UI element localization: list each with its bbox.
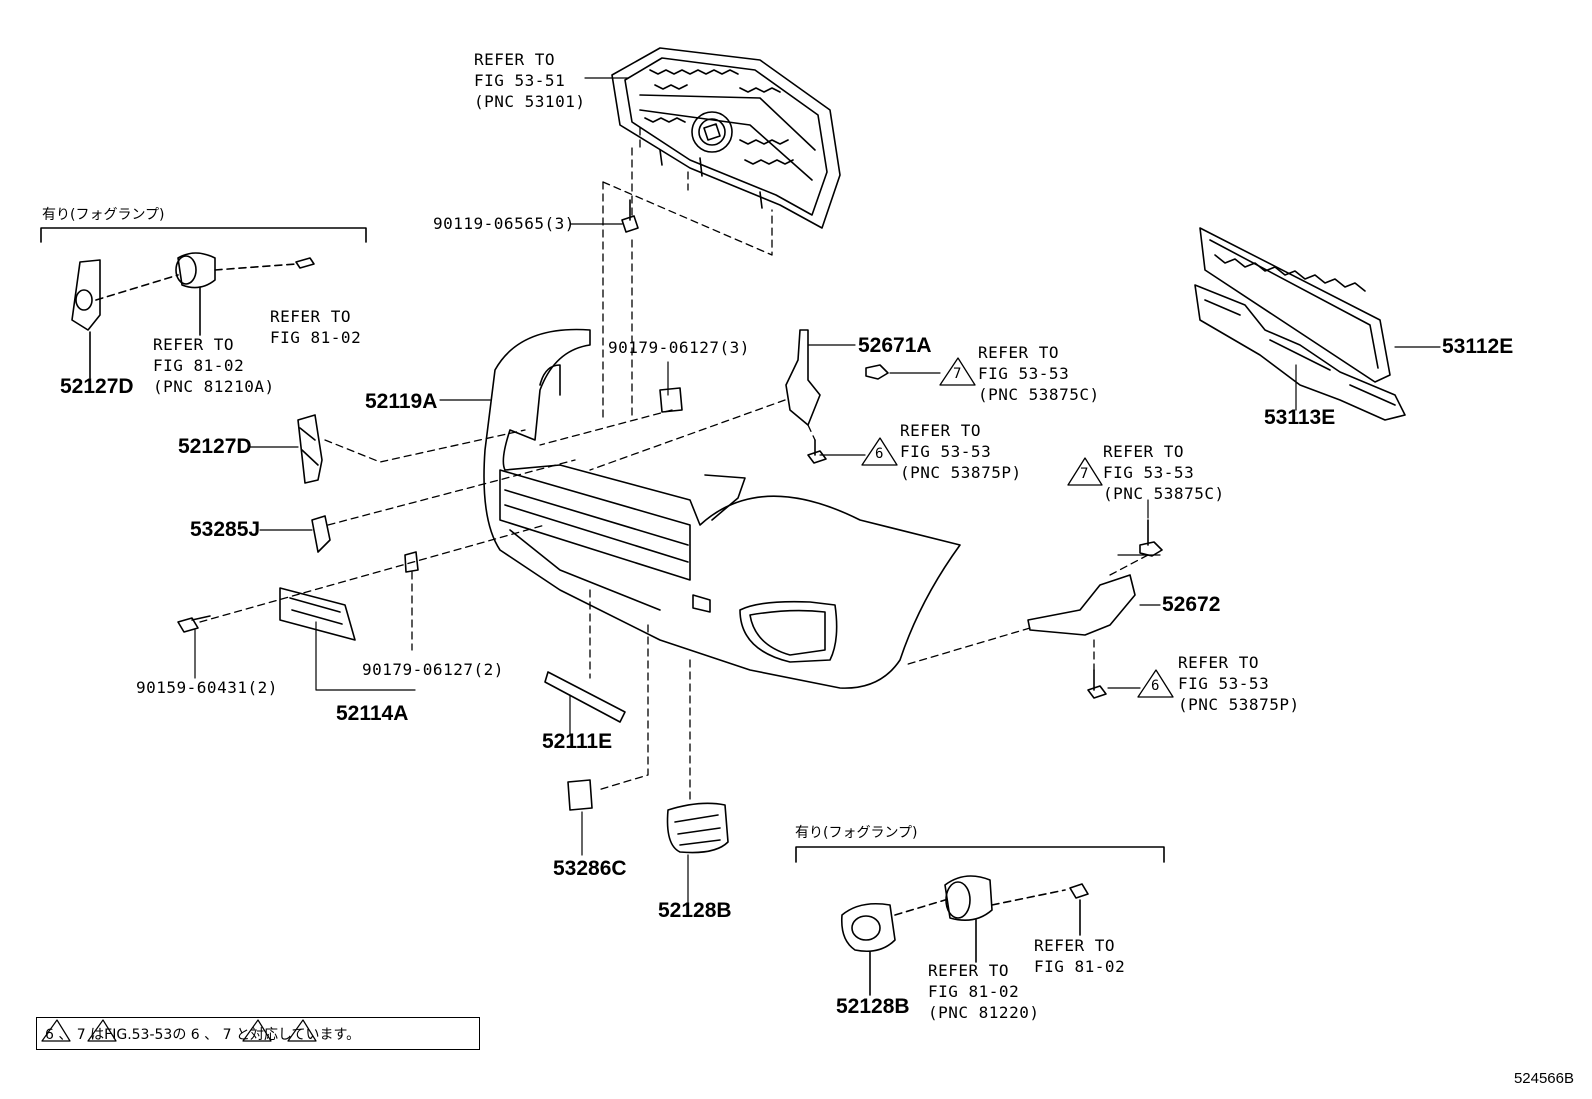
part-52671A: 52671A xyxy=(858,334,932,357)
part-53112E: 53112E xyxy=(1442,335,1514,358)
part-52127D-middle: 52127D xyxy=(178,435,252,458)
part-53285J: 53285J xyxy=(190,518,261,541)
fog-lamp-left-drawing xyxy=(40,227,367,379)
ref-bulb-left: REFER TO FIG 81-02 xyxy=(270,307,362,347)
lower-grille-drawing xyxy=(1194,227,1406,421)
triangle-6-label: 6 xyxy=(875,446,884,462)
triangle-7-label: 7 xyxy=(953,366,962,382)
note-triangles xyxy=(41,1019,317,1042)
triangle-6-label: 6 xyxy=(1151,678,1160,694)
fog-lamp-note-left: 有り(フォグランプ) xyxy=(42,207,165,223)
fog-lamp-right-drawing xyxy=(795,846,1165,996)
part-52672: 52672 xyxy=(1162,593,1221,616)
part-90179-06127-upper: 90179-06127(3) xyxy=(608,338,750,357)
part-90159-60431: 90159-60431(2) xyxy=(136,678,278,697)
ref-fog-lamp-left: REFER TO FIG 81-02 (PNC 81210A) xyxy=(153,335,275,396)
left-side-parts-drawing xyxy=(177,199,683,641)
part-53286C: 53286C xyxy=(553,857,627,880)
part-52114A: 52114A xyxy=(336,702,409,725)
part-90119-06565: 90119-06565(3) xyxy=(433,214,575,233)
part-52127D-upper: 52127D xyxy=(60,375,134,398)
ref-clip-p-upper: REFER TO FIG 53-53 (PNC 53875P) xyxy=(900,421,1022,482)
part-53113E: 53113E xyxy=(1264,406,1336,429)
triangle-7-label: 7 xyxy=(1080,466,1089,482)
ref-clip-c-right: REFER TO FIG 53-53 (PNC 53875C) xyxy=(1103,442,1225,503)
part-52128B-center: 52128B xyxy=(658,899,732,922)
triangle-note-box: 6 、 7 はFIG.53-53の 6 、 7 と対応しています。 xyxy=(36,1017,480,1050)
ref-grille: REFER TO FIG 53-51 (PNC 53101) xyxy=(474,50,586,111)
ref-fog-lamp-right: REFER TO FIG 81-02 (PNC 81220) xyxy=(928,961,1040,1022)
ref-bulb-right: REFER TO FIG 81-02 xyxy=(1034,936,1126,976)
part-52111E: 52111E xyxy=(542,730,613,753)
part-52128B-right: 52128B xyxy=(836,995,910,1018)
part-52119A: 52119A xyxy=(365,390,438,413)
leader-lines xyxy=(194,77,1441,906)
reference-triangles xyxy=(861,357,1174,698)
lower-center-parts-drawing xyxy=(544,671,729,854)
fog-lamp-note-right: 有り(フォグランプ) xyxy=(795,825,918,841)
grille-drawing xyxy=(611,47,841,229)
assembly-lines xyxy=(199,127,1149,801)
drawing-number: 524566B xyxy=(1513,1070,1574,1087)
bumper-cover-drawing xyxy=(483,328,961,689)
ref-clip-c-upper: REFER TO FIG 53-53 (PNC 53875C) xyxy=(978,343,1100,404)
triangle-note-text: 6 、 7 はFIG.53-53の 6 、 7 と対応しています。 xyxy=(45,1027,361,1043)
ref-clip-p-right: REFER TO FIG 53-53 (PNC 53875P) xyxy=(1178,653,1300,714)
part-90179-06127-lower: 90179-06127(2) xyxy=(362,660,504,679)
